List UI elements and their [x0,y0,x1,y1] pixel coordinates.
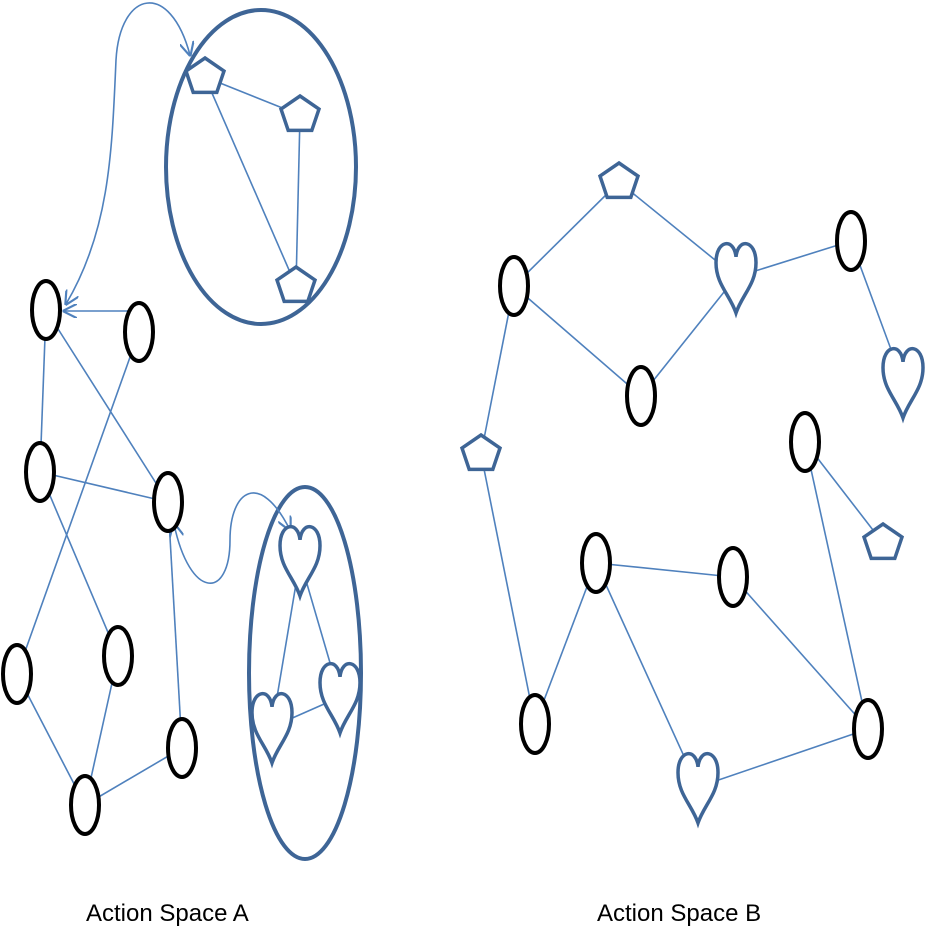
caption-action-space-a: Action Space A [86,900,249,927]
space-b-pentagon-bp2 [459,432,503,472]
space-b-edge-B1-B2 [513,285,642,397]
space-a-edge-A3-A6 [39,471,119,657]
caption-action-space-b: Action Space B [597,900,762,927]
space-a-edge-P2-P3 [295,114,301,287]
heart-cluster-ellipse [247,485,363,861]
space-b-edge-B4-B6 [534,562,597,725]
space-b-edge-B2-BH1 [640,276,737,397]
space-a-oval-a5 [1,643,33,705]
space-b-heart-bh3 [676,752,720,829]
space-b-oval-b2 [625,365,657,427]
space-b-heart-bh1 [714,242,758,319]
space-b-edge-B4-B5 [595,562,734,578]
space-b-heart-bh2 [881,347,925,424]
curved-arrow-hearts-to-oval [174,492,290,584]
space-a-edge-P1-P3 [204,76,297,287]
space-b-oval-b8 [789,411,821,473]
space-b-oval-b6 [519,693,551,755]
curved-arrows-layer [64,2,290,584]
space-a-oval-a3 [24,441,56,503]
space-a-edge-A2-A5 [16,331,140,675]
space-b-oval-b7 [852,698,884,760]
space-b-oval-b4 [580,532,612,594]
space-b-edge-B8-B7 [804,441,869,730]
space-b-edge-B5-B7 [732,576,869,730]
space-a-oval-a1 [30,279,62,341]
space-a-pentagon-p2 [278,93,322,133]
space-b-edge-BH3-B7 [697,728,869,788]
space-b-edge-BP1-B1 [513,181,620,287]
nodes-layer [1,55,925,836]
space-a-edge-A8-A9 [84,747,183,806]
space-a-oval-a7 [166,717,198,779]
space-a-heart-h3 [318,662,362,739]
space-b-pentagon-bp3 [861,521,905,561]
space-b-edge-B4-BH3 [595,562,699,788]
space-a-edge-A3-A4 [39,471,169,503]
space-a-heart-h1 [278,525,322,602]
space-b-oval-b5 [717,546,749,608]
space-a-heart-h2 [250,692,294,769]
space-a-oval-a4 [152,471,184,533]
space-a-oval-a8 [69,774,101,836]
curved-arrow-pentagons-to-oval [66,2,190,304]
space-a-edge-A7-A4 [167,501,183,749]
edges-layer [16,76,904,806]
space-b-pentagon-bp1 [597,160,641,200]
space-b-oval-b1 [498,255,530,317]
space-a-oval-a2 [123,301,155,363]
space-b-edge-BP2-B6 [480,453,536,725]
pentagon-cluster-ellipse [164,8,358,326]
space-a-pentagon-p1 [183,55,227,95]
space-a-pentagon-p3 [274,264,318,304]
space-a-edge-A1-A4 [45,309,169,503]
space-b-oval-b3 [835,210,867,272]
space-a-oval-a6 [102,625,134,687]
